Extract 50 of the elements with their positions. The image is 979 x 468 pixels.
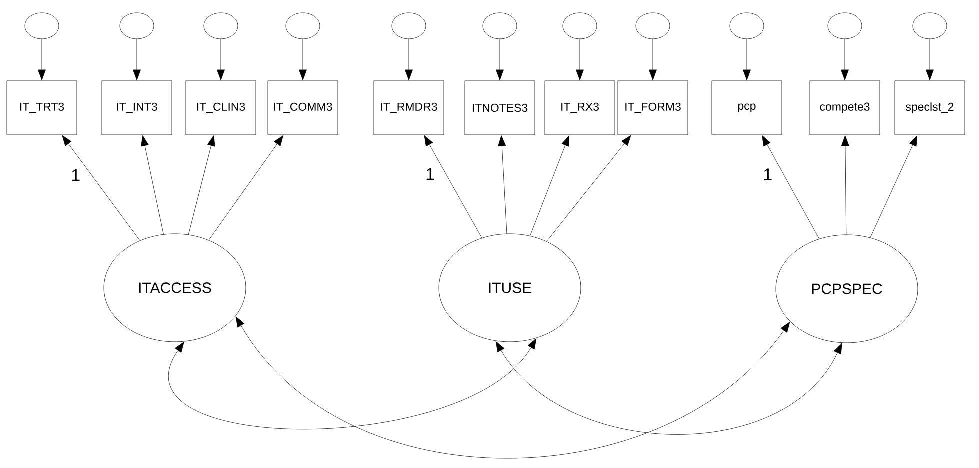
arrow	[217, 38, 225, 80]
error-circle	[286, 12, 320, 40]
arrow	[926, 38, 934, 80]
arrow	[236, 316, 790, 459]
arrow	[496, 38, 504, 80]
arrow	[546, 135, 632, 242]
indicator-box: ITNOTES3	[464, 80, 536, 136]
indicator-box: compete3	[810, 80, 880, 136]
edge-label: 1	[70, 168, 82, 182]
arrow	[496, 341, 842, 435]
indicator-box: pcp	[712, 80, 782, 136]
error-circle	[730, 12, 764, 40]
arrow	[649, 38, 657, 80]
error-circle	[828, 12, 862, 40]
arrow	[62, 135, 140, 241]
error-circle	[912, 12, 948, 40]
error-circle	[24, 12, 60, 40]
arrow	[870, 136, 918, 238]
arrow	[405, 38, 413, 80]
arrow	[424, 136, 482, 238]
arrow	[168, 338, 537, 430]
arrow	[530, 136, 570, 236]
error-circle	[392, 12, 426, 40]
error-circle	[120, 12, 154, 40]
indicator-box: IT_INT3	[102, 80, 172, 136]
edge-label: 1	[424, 167, 436, 182]
error-circle	[482, 12, 518, 40]
arrow	[208, 135, 284, 241]
error-circle	[562, 12, 598, 40]
indicator-box: IT_FORM3	[618, 80, 688, 136]
arrow	[133, 38, 141, 80]
indicator-box: IT_COMM3	[268, 80, 338, 136]
arrow	[188, 136, 216, 235]
arrow	[38, 38, 46, 80]
arrow	[841, 38, 849, 80]
error-circle	[636, 12, 670, 40]
arrow	[576, 38, 584, 80]
error-circle	[204, 12, 238, 40]
indicator-box: IT_TRT3	[6, 80, 78, 136]
indicator-box: speclst_2	[894, 80, 966, 136]
arrow	[498, 136, 508, 234]
arrow	[141, 136, 164, 235]
edge-label: 1	[762, 168, 774, 182]
arrow	[743, 38, 751, 80]
arrow	[299, 38, 307, 80]
arrow	[762, 136, 820, 240]
indicator-box: IT_CLIN3	[186, 80, 256, 136]
arrow	[841, 136, 850, 235]
indicator-box: IT_RMDR3	[374, 80, 444, 136]
indicator-box: IT_RX3	[544, 80, 616, 136]
